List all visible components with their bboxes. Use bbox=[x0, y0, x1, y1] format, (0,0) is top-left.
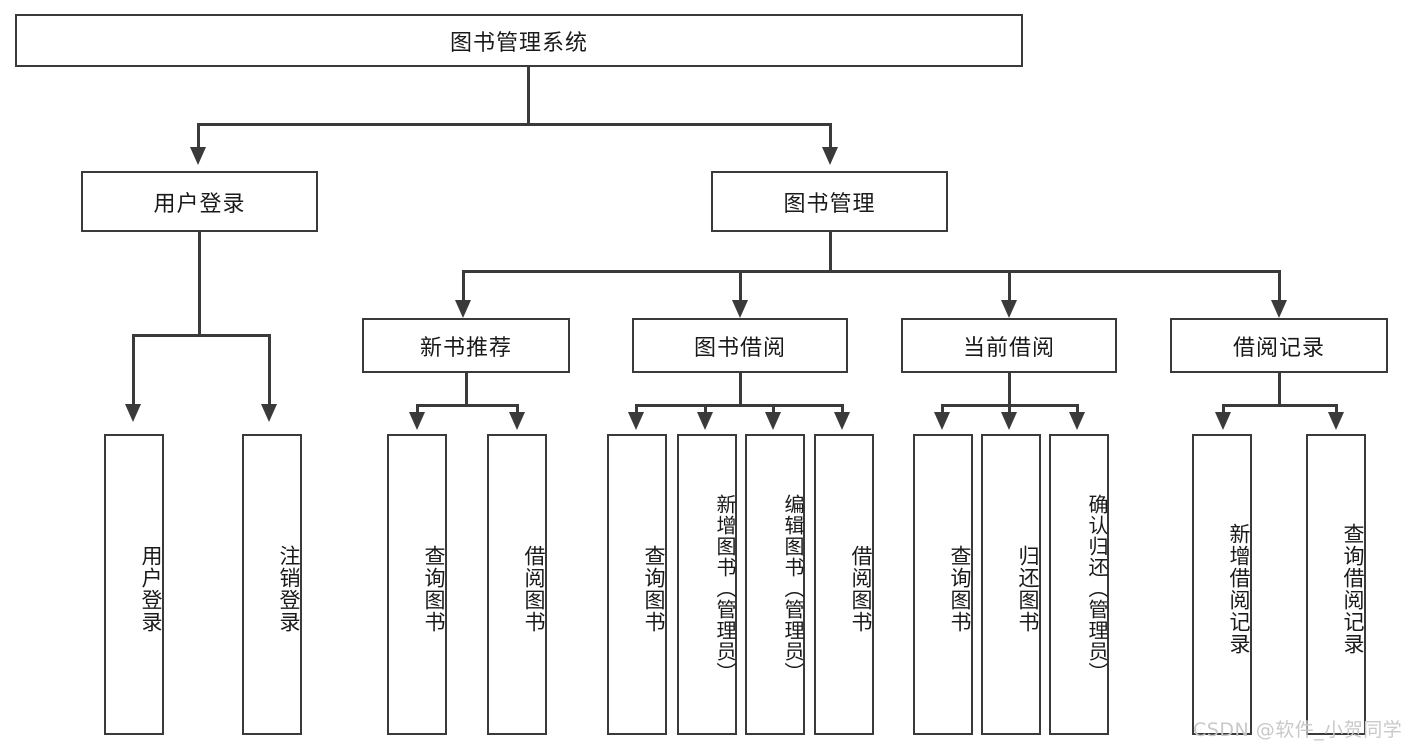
connector-bb-leaf-3 bbox=[772, 404, 775, 414]
connector-new-book-recommend-bus bbox=[416, 404, 518, 407]
arrow-to-borrow-record bbox=[1271, 300, 1287, 318]
node-leaf-borrow-book-1[interactable]: 借阅图书 bbox=[487, 434, 547, 735]
leaf-label: 查询图书 bbox=[422, 544, 446, 633]
leaf-label: 用户登录 bbox=[139, 544, 163, 633]
connector-new-book-recommend-stem bbox=[465, 373, 468, 406]
arrow-user-login-to-leaf-1 bbox=[125, 404, 141, 422]
node-leaf-query-book-2[interactable]: 查询图书 bbox=[607, 434, 667, 735]
node-leaf-confirm-return[interactable]: 确认归还（管理员） bbox=[1049, 434, 1109, 735]
leaf-label: 查询借阅记录 bbox=[1341, 522, 1365, 655]
connector-nbr-leaf-1 bbox=[416, 404, 419, 414]
arrow-nbr-leaf-2 bbox=[509, 412, 525, 430]
connector-user-login-bus bbox=[132, 334, 270, 337]
connector-root-to-user-login bbox=[197, 123, 200, 149]
leaf-label: 借阅图书 bbox=[522, 544, 546, 633]
node-borrow-record[interactable]: 借阅记录 bbox=[1170, 318, 1388, 373]
connector-book-manage-bus bbox=[462, 270, 1280, 273]
connector-nbr-leaf-2 bbox=[516, 404, 519, 414]
connector-current-borrow-stem bbox=[1008, 373, 1011, 406]
connector-borrow-record-bus bbox=[1222, 404, 1337, 407]
arrow-bb-leaf-2 bbox=[697, 412, 713, 430]
node-leaf-query-book-3[interactable]: 查询图书 bbox=[913, 434, 973, 735]
node-leaf-borrow-book-2[interactable]: 借阅图书 bbox=[814, 434, 874, 735]
leaf-label: 注销登录 bbox=[277, 544, 301, 633]
connector-cb-leaf-1 bbox=[941, 404, 944, 414]
node-leaf-add-book[interactable]: 新增图书（管理员） bbox=[677, 434, 737, 735]
connector-to-new-book-recommend bbox=[462, 270, 465, 302]
connector-borrow-record-stem bbox=[1278, 373, 1281, 406]
connector-book-borrow-bus bbox=[635, 404, 844, 407]
arrow-cb-leaf-2 bbox=[1001, 412, 1017, 430]
arrow-root-to-book-manage bbox=[822, 147, 838, 165]
leaf-label: 新增借阅记录 bbox=[1227, 522, 1251, 655]
connector-bb-leaf-1 bbox=[635, 404, 638, 414]
node-leaf-logout[interactable]: 注销登录 bbox=[242, 434, 302, 735]
node-leaf-return-book[interactable]: 归还图书 bbox=[981, 434, 1041, 735]
connector-book-manage-stem bbox=[829, 232, 832, 272]
arrow-bb-leaf-4 bbox=[834, 412, 850, 430]
node-new-book-recommend[interactable]: 新书推荐 bbox=[362, 318, 570, 373]
arrow-bb-leaf-1 bbox=[628, 412, 644, 430]
node-leaf-query-record[interactable]: 查询借阅记录 bbox=[1306, 434, 1366, 735]
node-leaf-edit-book[interactable]: 编辑图书（管理员） bbox=[745, 434, 805, 735]
connector-to-current-borrow bbox=[1008, 270, 1011, 302]
arrow-to-book-borrow bbox=[732, 300, 748, 318]
node-leaf-user-login[interactable]: 用户登录 bbox=[104, 434, 164, 735]
connector-cb-leaf-3 bbox=[1076, 404, 1079, 414]
node-leaf-add-record[interactable]: 新增借阅记录 bbox=[1192, 434, 1252, 735]
connector-bb-leaf-2 bbox=[704, 404, 707, 414]
connector-user-login-to-leaf-2 bbox=[268, 334, 271, 406]
leaf-label: 新增图书（管理员） bbox=[713, 494, 737, 683]
connector-user-login-stem bbox=[198, 232, 201, 336]
arrow-bb-leaf-3 bbox=[765, 412, 781, 430]
arrow-br-leaf-1 bbox=[1215, 412, 1231, 430]
connector-root-bus bbox=[197, 123, 831, 126]
leaf-label: 借阅图书 bbox=[849, 544, 873, 633]
csdn-watermark: CSDN @软件_小贺同学 bbox=[1193, 719, 1403, 741]
connector-to-borrow-record bbox=[1278, 270, 1281, 302]
arrow-to-current-borrow bbox=[1001, 300, 1017, 318]
arrow-br-leaf-2 bbox=[1328, 412, 1344, 430]
connector-cb-leaf-2 bbox=[1008, 404, 1011, 414]
arrow-cb-leaf-1 bbox=[934, 412, 950, 430]
connector-to-book-borrow bbox=[739, 270, 742, 302]
leaf-label: 确认归还（管理员） bbox=[1085, 494, 1109, 683]
connector-bb-leaf-4 bbox=[841, 404, 844, 414]
node-current-borrow[interactable]: 当前借阅 bbox=[901, 318, 1117, 373]
leaf-label: 编辑图书（管理员） bbox=[781, 494, 805, 683]
arrow-nbr-leaf-1 bbox=[409, 412, 425, 430]
connector-root-to-book-manage bbox=[829, 123, 832, 149]
arrow-cb-leaf-3 bbox=[1069, 412, 1085, 430]
arrow-user-login-to-leaf-2 bbox=[261, 404, 277, 422]
leaf-label: 归还图书 bbox=[1016, 544, 1040, 633]
connector-root-stem bbox=[527, 67, 530, 123]
node-root[interactable]: 图书管理系统 bbox=[15, 14, 1023, 67]
connector-br-leaf-1 bbox=[1222, 404, 1225, 414]
arrow-root-to-user-login bbox=[190, 147, 206, 165]
leaf-label: 查询图书 bbox=[642, 544, 666, 633]
node-book-manage[interactable]: 图书管理 bbox=[711, 171, 948, 232]
leaf-label: 查询图书 bbox=[948, 544, 972, 633]
node-user-login[interactable]: 用户登录 bbox=[81, 171, 318, 232]
connector-user-login-to-leaf-1 bbox=[132, 334, 135, 406]
connector-book-borrow-stem bbox=[739, 373, 742, 406]
connector-br-leaf-2 bbox=[1335, 404, 1338, 414]
node-leaf-query-book-1[interactable]: 查询图书 bbox=[387, 434, 447, 735]
node-book-borrow[interactable]: 图书借阅 bbox=[632, 318, 848, 373]
arrow-to-new-book-recommend bbox=[455, 300, 471, 318]
